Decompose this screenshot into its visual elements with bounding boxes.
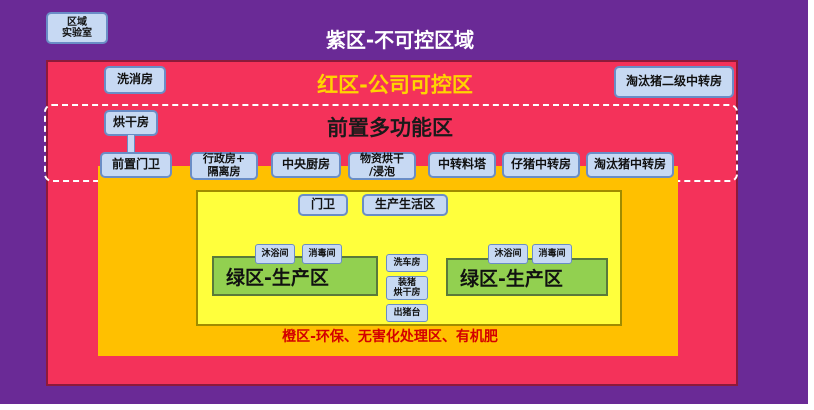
central-kitchen-box: 中央厨房	[271, 152, 341, 178]
front-gate-box: 前置门卫	[100, 152, 172, 178]
shower-room-left: 沐浴间	[255, 244, 295, 264]
orange-zone-title: 橙区-环保、无害化处理区、有机肥	[282, 329, 498, 345]
green-zone-right: 绿区-生产区	[446, 258, 608, 296]
elim-pig-2nd-transfer-box: 淘汰猪二级中转房	[614, 66, 734, 98]
pig-loading-platform-box: 出猪台	[386, 304, 428, 322]
feed-tower-box: 中转料塔	[428, 152, 496, 178]
admin-isolation-box: 行政房+ 隔离房	[190, 152, 258, 180]
pig-loading-dry-box: 装猪 烘干房	[386, 276, 428, 300]
red-zone-title: 红区-公司可控区	[317, 73, 473, 97]
elim-pig-transfer-box: 淘汰猪中转房	[586, 152, 674, 178]
wash-room-box: 洗消房	[104, 66, 166, 94]
piglet-transfer-box: 仔猪中转房	[502, 152, 580, 178]
inner-gate-box: 门卫	[298, 194, 348, 216]
connector	[127, 135, 135, 153]
purple-zone-title: 紫区-不可控区域	[325, 28, 475, 52]
dry-room-box: 烘干房	[104, 110, 158, 136]
multi-function-zone-title: 前置多功能区	[327, 116, 453, 140]
lab-box: 区域 实验室	[46, 12, 108, 44]
disinfect-room-left: 消毒间	[302, 244, 342, 264]
car-wash-box: 洗车房	[386, 254, 428, 272]
green-zone-left: 绿区-生产区	[212, 256, 378, 296]
living-area-box: 生产生活区	[362, 194, 448, 216]
disinfect-room-right: 消毒间	[532, 244, 572, 264]
shower-room-right: 沐浴间	[488, 244, 528, 264]
supplies-drying-box: 物资烘干 /浸泡	[348, 152, 416, 180]
